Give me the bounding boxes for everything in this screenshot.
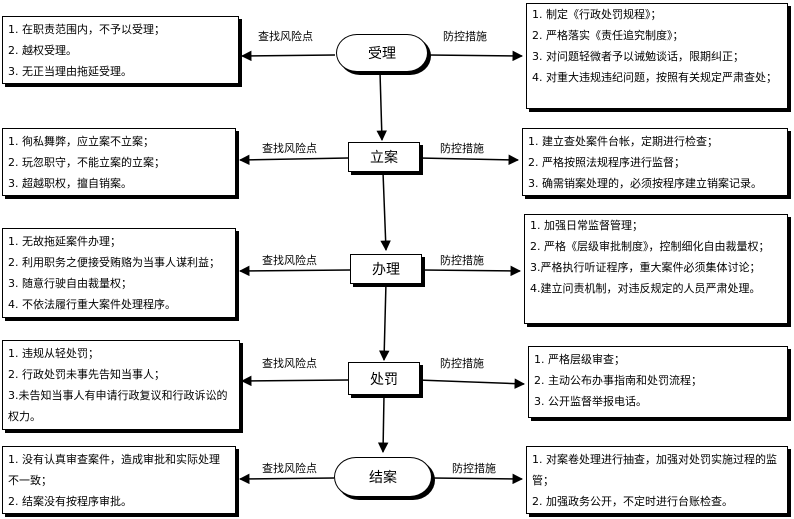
step-node-acceptance: 受理 <box>336 34 428 72</box>
control-label: 防控措施 <box>440 254 484 267</box>
control-arrow-1 <box>427 50 524 62</box>
risk-item: 1. 违规从轻处罚； <box>8 347 99 360</box>
risk-item: 4. 不依法履行重大案件处理程序。 <box>8 298 176 311</box>
control-box-handling: 1. 加强日常监督管理； 2. 严格《层级审批制度》，控制细化自由裁量权； 3.… <box>524 214 788 324</box>
risk-label: 查找风险点 <box>262 462 317 475</box>
risk-label: 查找风险点 <box>262 357 317 370</box>
control-item: 3. 对问题轻微者予以诫勉谈话，限期纠正； <box>532 50 744 63</box>
control-box-closing: 1. 对案卷处理进行抽查，加强对处罚实施过程的监管； 2. 加强政务公开，不定时… <box>526 446 788 514</box>
control-arrow-3 <box>421 265 522 277</box>
risk-box-closing: 1. 没有认真审查案件，造成审批和实际处理不一致； 2. 结案没有按程序审批。 <box>2 446 236 514</box>
risk-item: 3. 无正当理由拖延受理。 <box>8 65 132 78</box>
step-node-closing: 结案 <box>334 457 432 497</box>
risk-box-filing: 1. 徇私舞弊，应立案不立案； 2. 玩忽职守，不能立案的立案； 3. 超越职权… <box>2 128 236 196</box>
step-node-penalty: 处罚 <box>348 362 420 395</box>
flow-arrow-2 <box>380 171 391 252</box>
risk-arrow-5 <box>238 473 335 485</box>
risk-item: 3. 随意行驶自由裁量权； <box>8 277 132 290</box>
control-item: 2. 严格按照法规程序进行监督； <box>528 156 685 169</box>
control-item: 3. 确需销案处理的，必须按程序建立销案记录。 <box>528 177 762 190</box>
control-item: 1. 建立查处案件台帐，定期进行检查； <box>528 135 718 148</box>
control-box-penalty: 1. 严格层级审查； 2. 主动公布办事指南和处罚流程； 3. 公开监督举报电话… <box>528 346 788 418</box>
risk-item: 2. 越权受理。 <box>8 44 77 57</box>
risk-arrow-2 <box>238 154 349 166</box>
risk-item: 1. 无故拖延案件办理； <box>8 235 121 248</box>
control-label: 防控措施 <box>443 30 487 43</box>
control-item: 4. 对重大违规违纪问题，按照有关规定严肃查处； <box>532 71 777 84</box>
risk-item: 3. 超越职权，擅自销案。 <box>8 177 132 190</box>
risk-item: 2. 行政处罚未事先告知当事人； <box>8 368 165 381</box>
risk-item: 3.未告知当事人有申请行政复议和行政诉讼的权力。 <box>8 389 228 423</box>
control-label: 防控措施 <box>452 462 496 475</box>
control-item: 2. 主动公布办事指南和处罚流程； <box>534 374 702 387</box>
risk-label: 查找风险点 <box>262 142 317 155</box>
risk-item: 1. 没有认真审查案件，造成审批和实际处理不一致； <box>8 453 220 487</box>
risk-arrow-1 <box>240 50 336 62</box>
risk-arrow-4 <box>240 375 349 387</box>
flow-arrow-1 <box>376 71 387 142</box>
control-label: 防控措施 <box>440 142 484 155</box>
control-item: 1. 严格层级审查； <box>534 353 625 366</box>
flow-arrow-3 <box>378 281 390 362</box>
control-item: 2. 严格《层级审批制度》，控制细化自由裁量权； <box>530 240 770 253</box>
control-item: 1. 加强日常监督管理； <box>530 219 643 232</box>
control-label: 防控措施 <box>440 357 484 370</box>
risk-item: 2. 利用职务之便接受贿赂为当事人谋利益； <box>8 256 220 269</box>
control-arrow-5 <box>431 473 524 485</box>
control-box-acceptance: 1. 制定《行政处罚规程》； 2. 严格落实《责任追究制度》； 3. 对问题轻微… <box>526 3 788 109</box>
risk-item: 2. 结案没有按程序审批。 <box>8 495 132 508</box>
risk-box-handling: 1. 无故拖延案件办理； 2. 利用职务之便接受贿赂为当事人谋利益； 3. 随意… <box>2 228 236 318</box>
control-box-filing: 1. 建立查处案件台帐，定期进行检查； 2. 严格按照法规程序进行监督； 3. … <box>522 128 788 196</box>
control-item: 2. 加强政务公开，不定时进行台账检查。 <box>532 495 733 508</box>
risk-box-acceptance: 1. 在职责范围内，不予以受理； 2. 越权受理。 3. 无正当理由拖延受理。 <box>2 16 239 84</box>
risk-arrow-3 <box>238 265 351 277</box>
step-node-handling: 办理 <box>350 254 422 284</box>
control-item: 1. 制定《行政处罚规程》； <box>532 8 662 21</box>
control-item: 3.严格执行听证程序，重大案件必须集体讨论； <box>530 261 761 274</box>
control-arrow-2 <box>418 154 520 166</box>
control-item: 4.建立问责机制，对违反规定的人员严肃处理。 <box>530 282 761 295</box>
risk-item: 1. 徇私舞弊，应立案不立案； <box>8 135 154 148</box>
control-arrow-4 <box>417 378 526 389</box>
flow-arrow-4 <box>377 394 389 454</box>
risk-item: 2. 玩忽职守，不能立案的立案； <box>8 156 165 169</box>
control-item: 2. 严格落实《责任追究制度》； <box>532 29 684 42</box>
risk-label: 查找风险点 <box>262 254 317 267</box>
step-node-filing: 立案 <box>348 142 420 172</box>
risk-label: 查找风险点 <box>258 30 313 43</box>
risk-box-penalty: 1. 违规从轻处罚； 2. 行政处罚未事先告知当事人； 3.未告知当事人有申请行… <box>2 340 240 430</box>
control-item: 3. 公开监督举报电话。 <box>534 395 647 408</box>
risk-item: 1. 在职责范围内，不予以受理； <box>8 23 165 36</box>
control-item: 1. 对案卷处理进行抽查，加强对处罚实施过程的监管； <box>532 453 777 487</box>
